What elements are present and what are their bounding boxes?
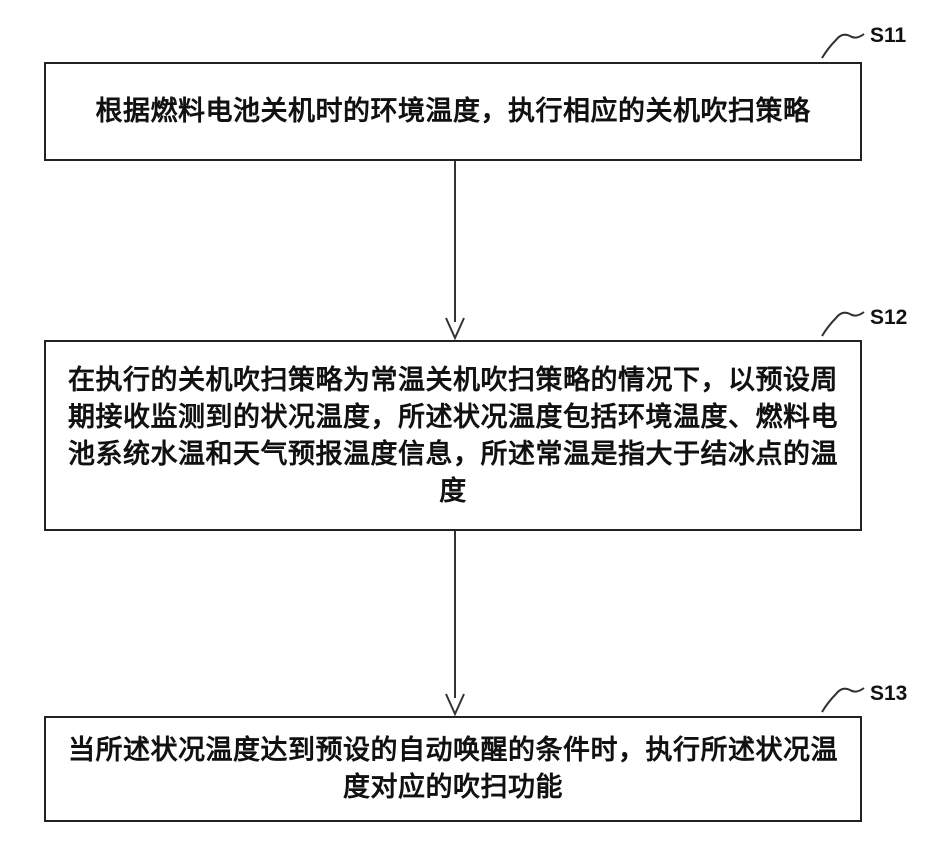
step-text-s13: 当所述状况温度达到预设的自动唤醒的条件时，执行所述状况温度对应的吹扫功能 (64, 732, 842, 806)
step-text-s11: 根据燃料电池关机时的环境温度，执行相应的关机吹扫策略 (96, 93, 811, 130)
label-leader-s13 (822, 688, 864, 712)
step-label-s11: S11 (870, 24, 906, 48)
step-text-s12: 在执行的关机吹扫策略为常温关机吹扫策略的情况下，以预设周期接收监测到的状况温度，… (64, 362, 842, 510)
step-box-s13: 当所述状况温度达到预设的自动唤醒的条件时，执行所述状况温度对应的吹扫功能 (44, 716, 862, 822)
label-leader-s12 (822, 312, 864, 336)
step-label-s13: S13 (870, 682, 907, 706)
step-box-s12: 在执行的关机吹扫策略为常温关机吹扫策略的情况下，以预设周期接收监测到的状况温度，… (44, 340, 862, 531)
step-label-s12: S12 (870, 306, 907, 330)
label-leader-s11 (822, 34, 864, 58)
step-box-s11: 根据燃料电池关机时的环境温度，执行相应的关机吹扫策略 (44, 62, 862, 161)
